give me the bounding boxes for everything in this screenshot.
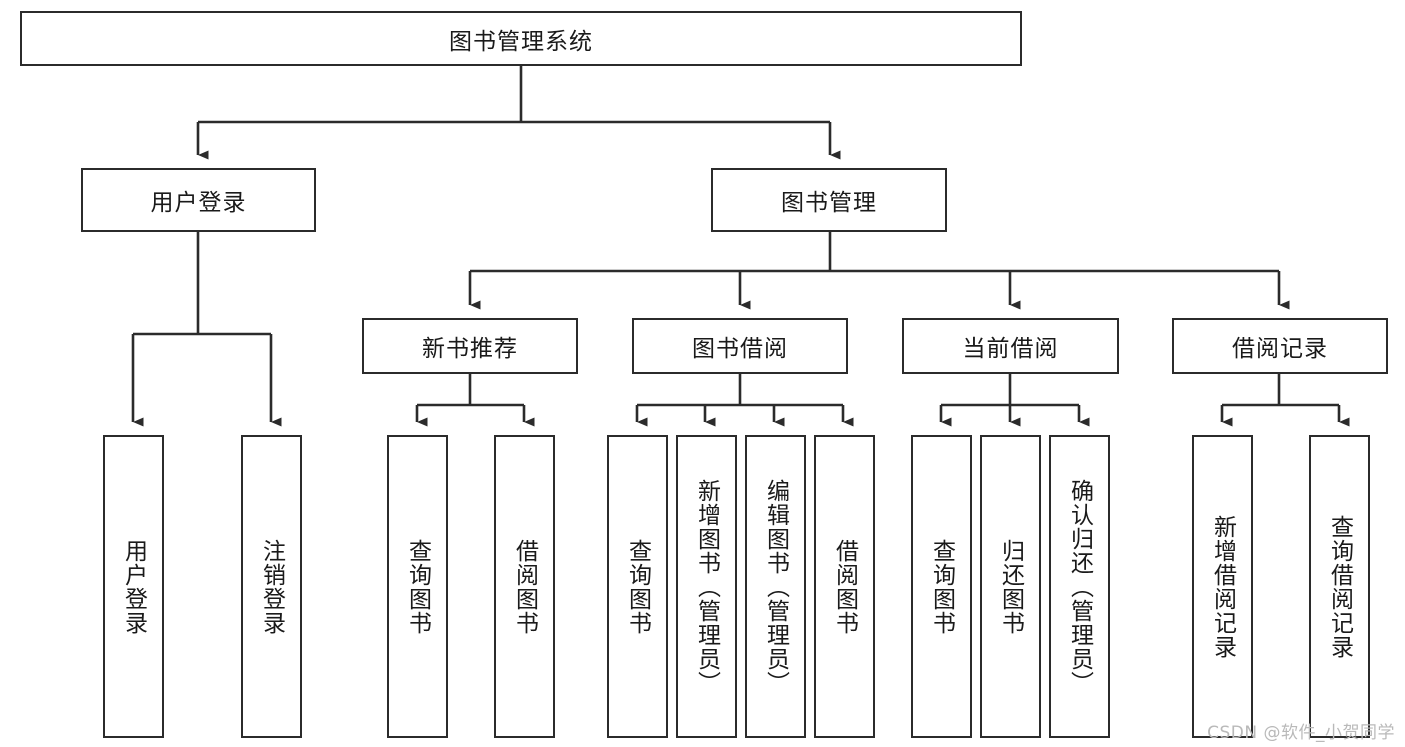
node-label: 新增借阅记录 [1209,514,1236,659]
node-label: 新书推荐 [422,336,518,362]
node-label: 图书借阅 [692,336,788,362]
node-label: 当前借阅 [962,336,1059,362]
node-label: 归还图书 [997,538,1024,635]
node-label: 查询图书 [404,538,431,635]
edges-bookmanage-to-level3 [468,232,1290,310]
node-label: 查询图书 [624,538,651,635]
node-label: 查询借阅记录 [1326,514,1353,659]
node-leaf-user-login[interactable]: 用户登录 [103,435,164,738]
node-root-book-management-system[interactable]: 图书管理系统 [20,11,1022,66]
node-label: 用户登录 [120,538,147,635]
node-book-borrow[interactable]: 图书借阅 [632,318,848,374]
node-label: 注销登录 [258,538,285,635]
watermark-text: CSDN @软件_小贺同学 [1207,723,1395,743]
edges-borrowrecord-to-leaves [1220,374,1350,427]
node-leaf-logout-login[interactable]: 注销登录 [241,435,302,738]
node-leaf-query-book-recommend[interactable]: 查询图书 [387,435,448,738]
node-book-management[interactable]: 图书管理 [711,168,947,232]
node-leaf-add-borrow-record[interactable]: 新增借阅记录 [1192,435,1253,738]
edges-currentborrow-to-leaves [939,374,1090,427]
node-label: 图书管理 [781,190,877,216]
node-leaf-confirm-return-admin[interactable]: 确认归还（管理员） [1049,435,1110,738]
edges-bookborrow-to-leaves [635,374,854,427]
node-leaf-query-book-current[interactable]: 查询图书 [911,435,972,738]
node-label: 借阅记录 [1232,336,1328,362]
edges-userlogin-to-leaves [131,232,282,427]
node-label: 新增图书（管理员） [693,478,720,695]
edges-root-to-level2 [196,66,841,160]
node-current-borrow[interactable]: 当前借阅 [902,318,1119,374]
node-label: 编辑图书（管理员） [762,478,789,695]
node-label: 用户登录 [150,190,247,216]
node-leaf-borrow-book-recommend[interactable]: 借阅图书 [494,435,555,738]
node-leaf-borrow-book[interactable]: 借阅图书 [814,435,875,738]
node-label: 借阅图书 [511,538,538,635]
node-leaf-add-book-admin[interactable]: 新增图书（管理员） [676,435,737,738]
node-leaf-edit-book-admin[interactable]: 编辑图书（管理员） [745,435,806,738]
node-borrow-record[interactable]: 借阅记录 [1172,318,1388,374]
node-leaf-query-book-borrow[interactable]: 查询图书 [607,435,668,738]
node-new-book-recommend[interactable]: 新书推荐 [362,318,578,374]
node-label: 图书管理系统 [449,28,593,55]
node-user-login[interactable]: 用户登录 [81,168,316,232]
node-label: 确认归还（管理员） [1066,478,1093,695]
node-leaf-query-borrow-record[interactable]: 查询借阅记录 [1309,435,1370,738]
node-label: 借阅图书 [831,538,858,635]
edges-newbook-to-leaves [415,374,535,427]
node-label: 查询图书 [928,538,955,635]
node-leaf-return-book[interactable]: 归还图书 [980,435,1041,738]
